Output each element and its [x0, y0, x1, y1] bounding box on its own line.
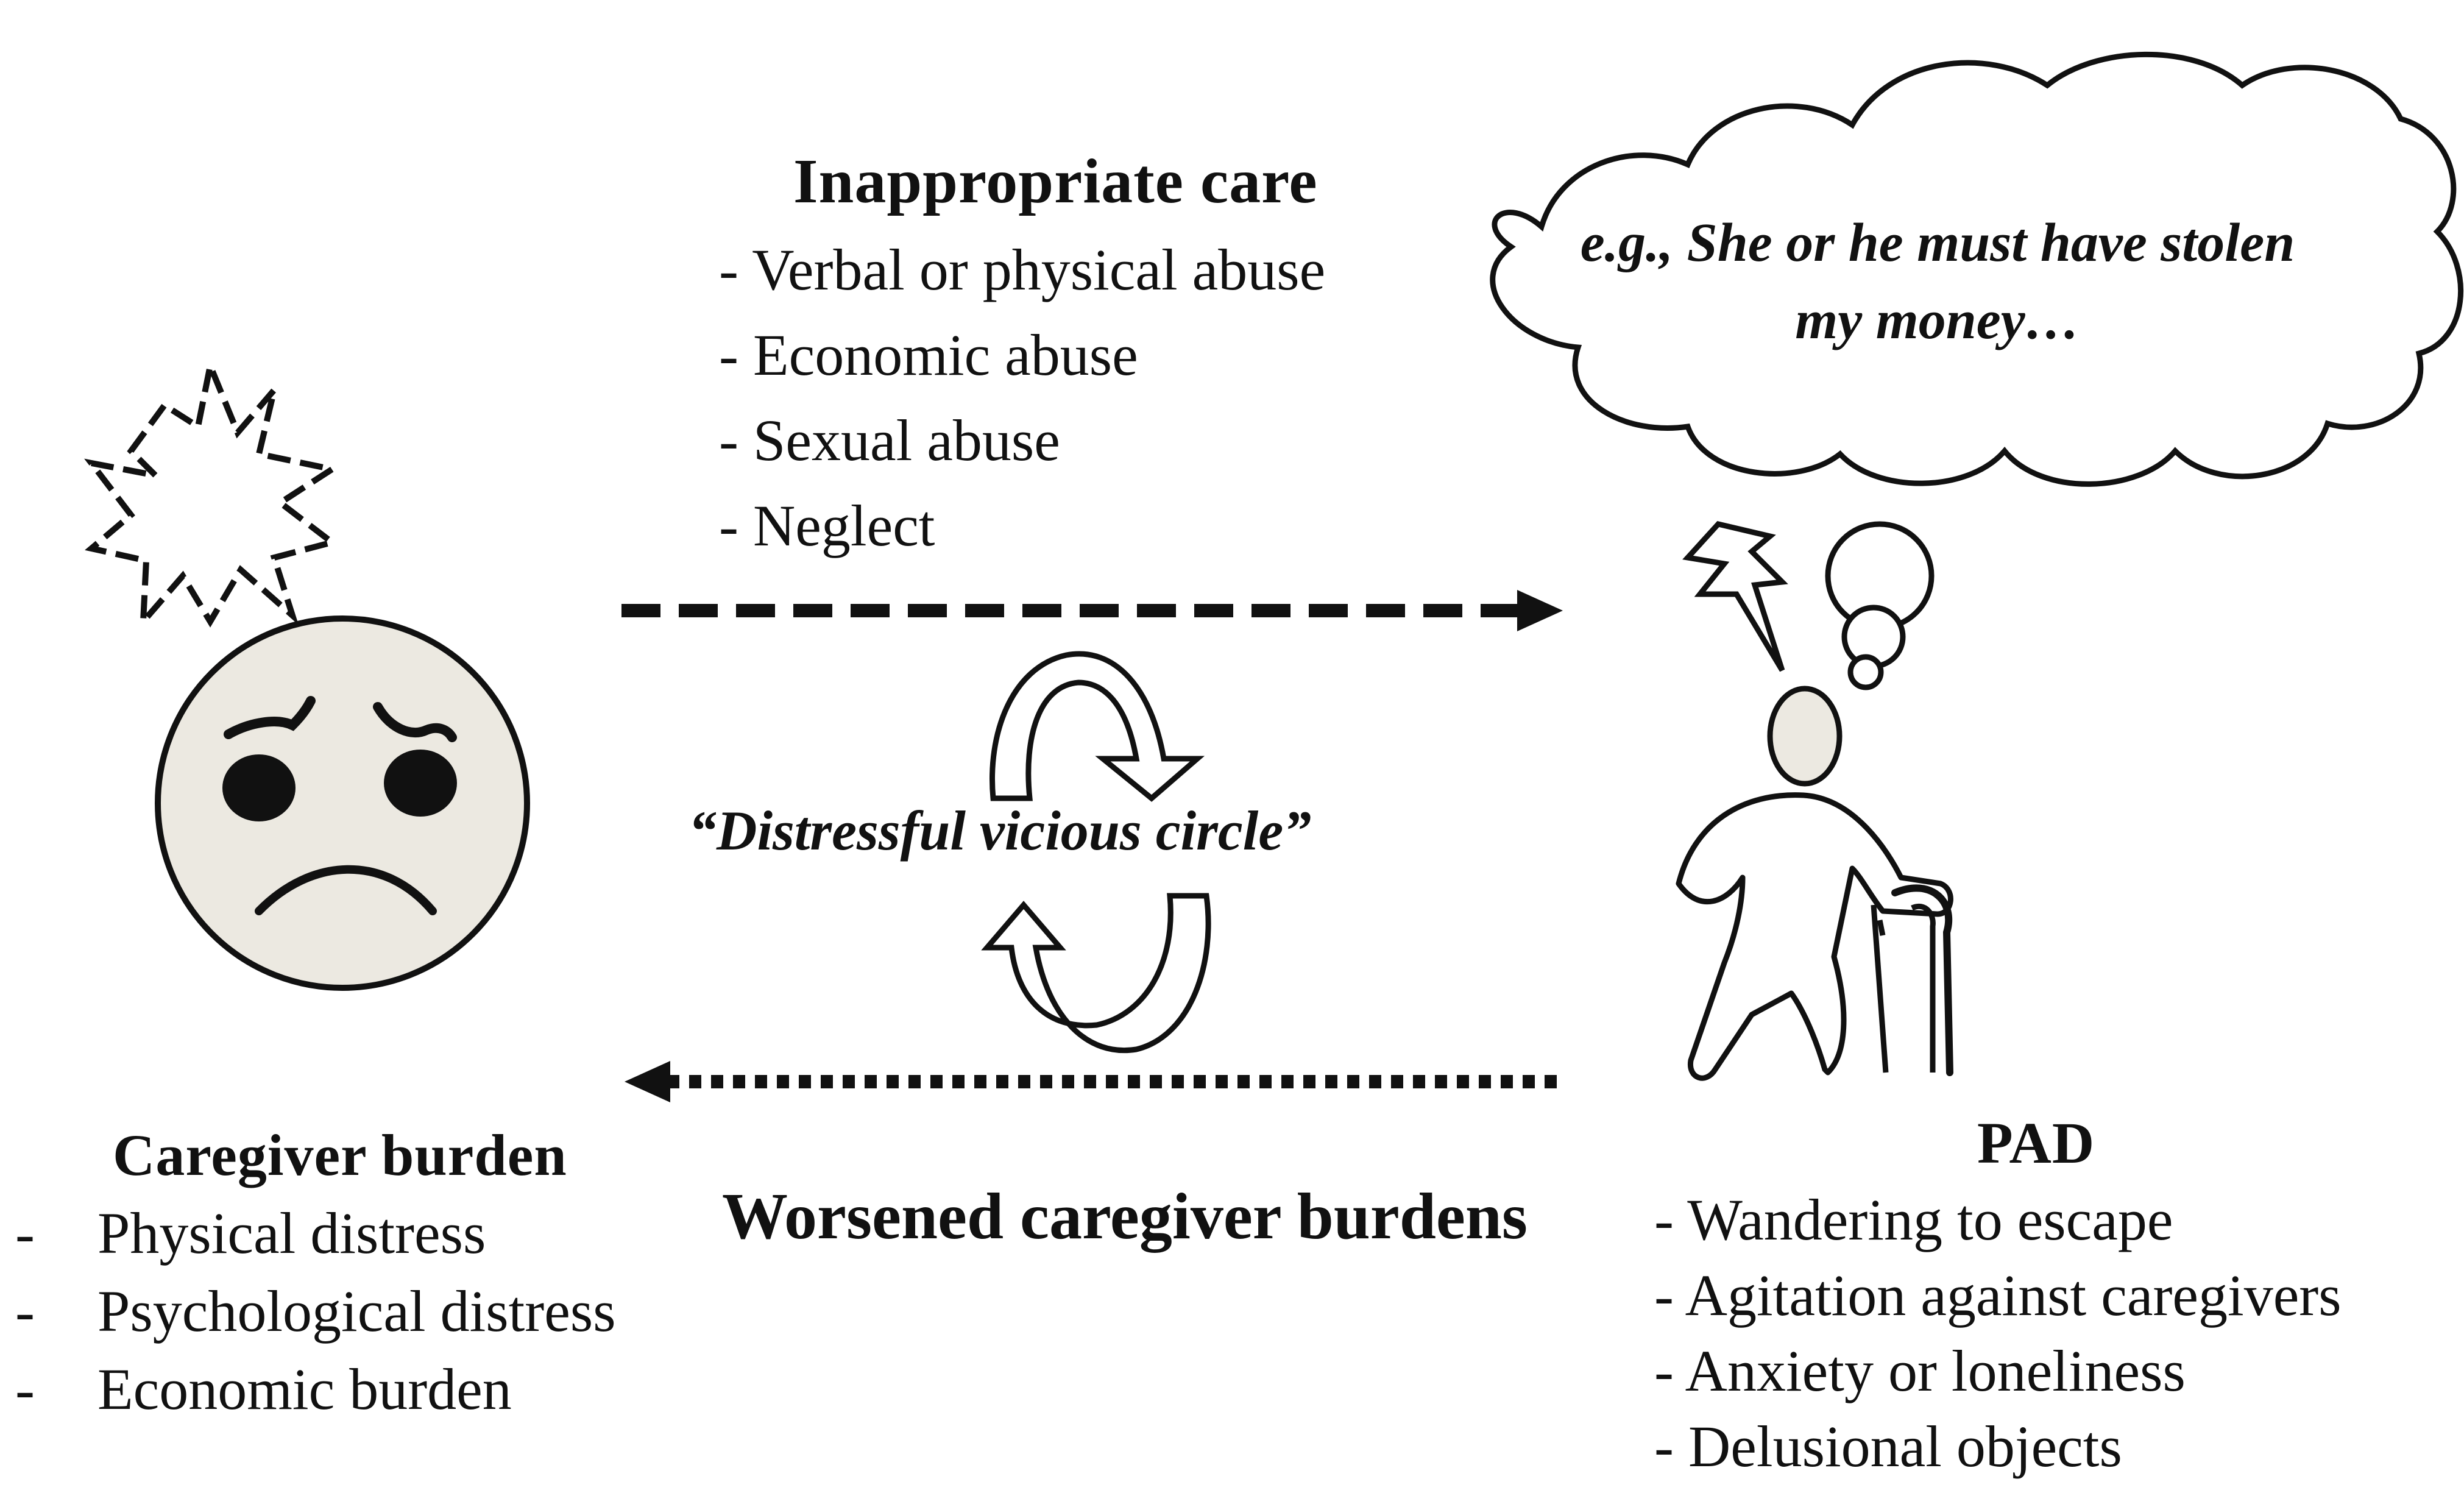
list-item: - Verbal or physical abuse — [719, 237, 1326, 302]
inappropriate-care-list: - Verbal or physical abuse - Economic ab… — [719, 227, 1325, 569]
pad-list: - Wandering to escape - Agitation agains… — [1654, 1182, 2342, 1484]
worsened-burdens-label: Worsened caregiver burdens — [722, 1180, 1528, 1253]
list-item: - Neglect — [719, 493, 935, 558]
caregiver-burden-title: Caregiver burden — [113, 1122, 567, 1188]
list-item: - Wandering to escape — [1654, 1187, 2173, 1252]
thought-bubbles-icon — [1825, 521, 1935, 690]
worsened-burden-arrow — [625, 1061, 1557, 1102]
list-item: -Economic burden — [15, 1356, 512, 1422]
thought-cloud-icon — [1490, 51, 2464, 487]
caregiver-burden-list: -Physical distress -Psychological distre… — [15, 1194, 616, 1428]
list-item-label: Economic burden — [97, 1356, 512, 1422]
list-item-label: Psychological distress — [97, 1278, 616, 1344]
inappropriate-care-title: Inappropriate care — [793, 146, 1318, 216]
list-item: - Anxiety or loneliness — [1654, 1338, 2186, 1403]
list-item: -Psychological distress — [15, 1278, 616, 1344]
vicious-circle-label: “Distressful vicious circle” — [689, 800, 1312, 862]
list-item: - Sexual abuse — [719, 408, 1060, 473]
cycle-arrow-upper-icon — [989, 651, 1205, 802]
list-item: - Agitation against caregivers — [1654, 1263, 2342, 1328]
cycle-arrow-lower-icon — [981, 893, 1211, 1053]
pad-title: PAD — [1977, 1110, 2095, 1176]
thought-line-2: my money… — [1795, 290, 2080, 350]
thought-text: e.g., She or he must have stolen my mone… — [1487, 204, 2388, 359]
list-item: -Physical distress — [15, 1200, 486, 1266]
list-item: - Economic abuse — [719, 322, 1138, 388]
list-item: - Delusional objects — [1654, 1414, 2122, 1479]
caregiver-sad-face-icon — [155, 615, 530, 991]
list-item-label: Physical distress — [97, 1200, 486, 1266]
elderly-person-with-cane-icon — [1676, 686, 1953, 1081]
anger-burst-icon — [84, 355, 340, 631]
inappropriate-care-arrow — [621, 590, 1563, 631]
thought-line-1: e.g., She or he must have stolen — [1580, 213, 2295, 273]
lightning-bolt-icon — [1682, 521, 1788, 672]
